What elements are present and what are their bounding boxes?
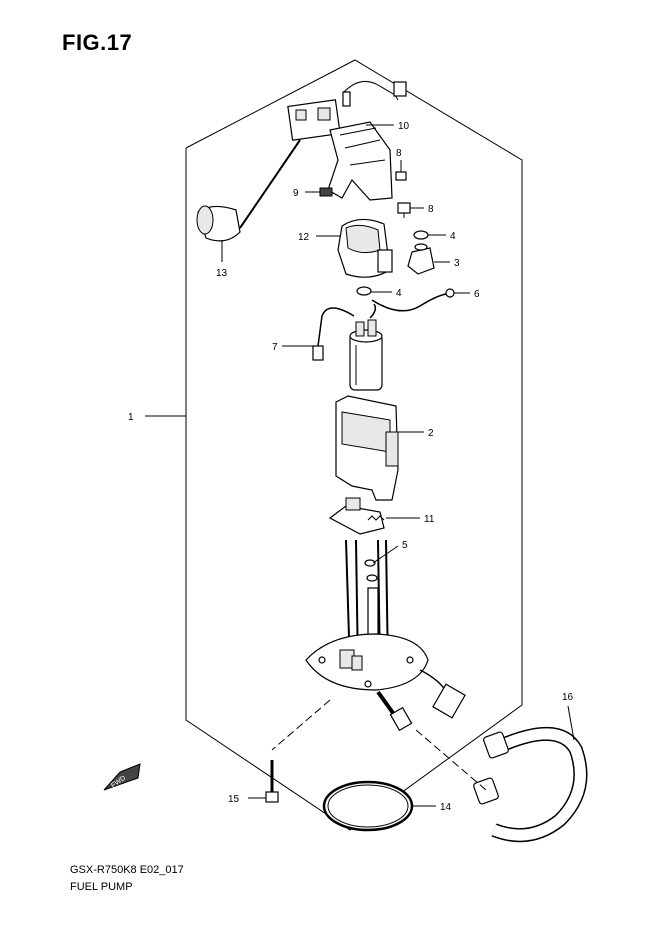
leader-lines — [145, 124, 575, 807]
base-plate — [305, 539, 466, 732]
callout-6: 6 — [474, 289, 480, 300]
callout-11: 11 — [424, 514, 435, 525]
guide-lines — [271, 699, 487, 791]
callout-4a: 4 — [450, 231, 456, 242]
diagram-code: GSX-R750K8 E02_017 — [70, 864, 184, 876]
callout-14: 14 — [440, 802, 452, 813]
callout-12: 12 — [298, 232, 310, 243]
fuel-level-sender — [239, 80, 407, 229]
callout-13: 13 — [216, 268, 228, 279]
pressure-regulator — [407, 243, 435, 275]
bolt-lower — [397, 202, 411, 218]
fuel-gauge-bracket — [328, 497, 385, 535]
callout-4b: 4 — [396, 288, 402, 299]
callout-10: 10 — [398, 121, 410, 132]
o-ring-seat — [366, 574, 378, 582]
pump-harness — [312, 303, 377, 361]
callout-16: 16 — [562, 692, 574, 703]
callout-7: 7 — [272, 342, 278, 353]
callout-8a: 8 — [396, 148, 402, 159]
callout-9: 9 — [293, 188, 299, 199]
callouts: 1 2 3 4 4 5 6 7 8 8 9 10 11 12 13 14 15 … — [128, 121, 574, 813]
clip — [319, 187, 333, 197]
fwd-label: FWD — [110, 775, 127, 790]
gasket — [322, 780, 414, 832]
filter-housing — [337, 218, 393, 278]
callout-5: 5 — [402, 540, 408, 551]
callout-8b: 8 — [428, 204, 434, 215]
mounting-bolt — [265, 760, 279, 803]
assembly-outline — [185, 59, 523, 831]
o-ring-upper — [413, 230, 429, 240]
diagram-name: FUEL PUMP — [70, 881, 133, 893]
float — [196, 205, 241, 242]
callout-2: 2 — [428, 428, 434, 439]
fwd-arrow-icon: FWD — [103, 763, 141, 791]
fuel-hose — [473, 727, 588, 843]
fuel-pump — [349, 319, 383, 391]
o-ring-lower — [356, 286, 372, 296]
o-ring-small — [364, 559, 376, 567]
callout-1: 1 — [128, 412, 134, 423]
callout-15: 15 — [228, 794, 240, 805]
pump-holder — [335, 395, 399, 501]
callout-3: 3 — [454, 258, 460, 269]
lead-wire — [371, 293, 447, 312]
figure-title: FIG.17 — [62, 30, 133, 55]
